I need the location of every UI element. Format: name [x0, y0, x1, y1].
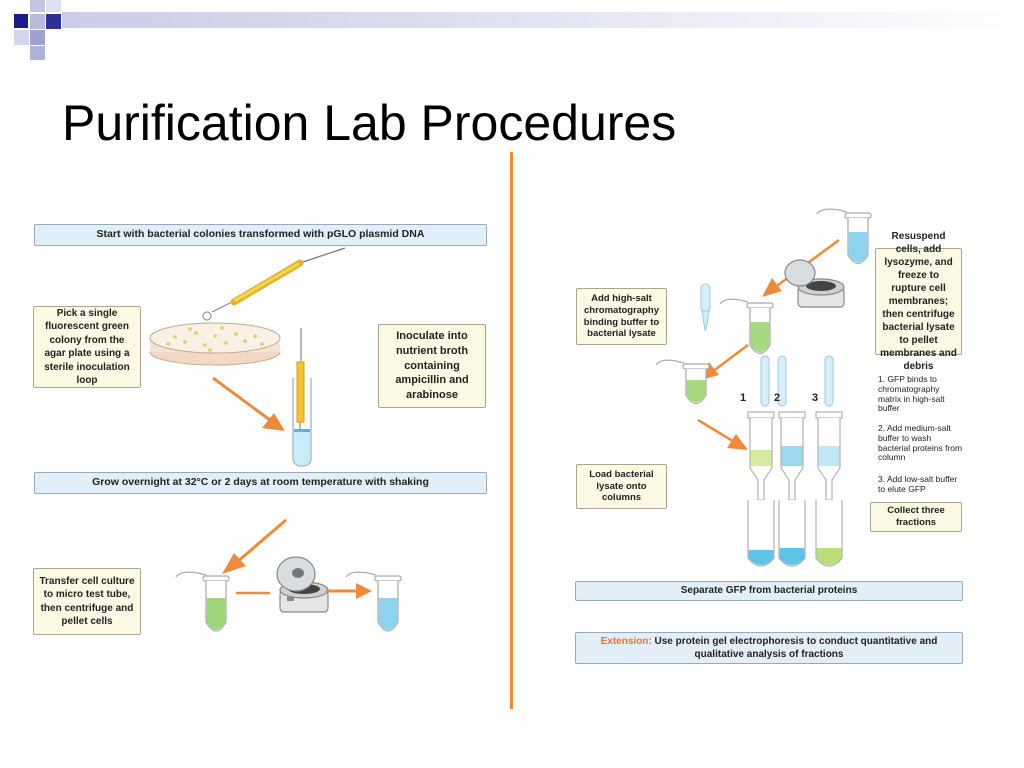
step-bind-text: 1. GFP binds to chromatography matrix in…	[878, 374, 945, 414]
left-illustration	[149, 247, 402, 632]
header-decoration	[14, 0, 1024, 60]
note-resuspend: Resuspend cells, add lysozyme, and freez…	[875, 231, 962, 372]
right-illustration	[655, 208, 872, 567]
note-inoculate: Inoculate into nutrient broth containing…	[378, 324, 486, 408]
note-pick-colony: Pick a single fluorescent green colony f…	[33, 306, 141, 388]
step-start-bar: Start with bacterial colonies transforme…	[34, 224, 487, 246]
note-transfer: Transfer cell culture to micro test tube…	[33, 568, 141, 635]
step-elute-text: 3. Add low-salt buffer to elute GFP	[878, 474, 958, 494]
micro-tube-icon	[816, 208, 872, 265]
micro-tube-icon	[655, 359, 710, 405]
arrow-icon	[212, 376, 285, 431]
chromatography-column-icon	[815, 355, 843, 567]
header-square	[30, 0, 45, 12]
step-separate-bar: Separate GFP from bacterial proteins	[575, 581, 963, 601]
extension-text: Use protein gel electrophoresis to condu…	[651, 636, 938, 660]
note-add-salt: Add high-salt chromatography binding buf…	[576, 288, 667, 345]
centrifuge-icon	[276, 556, 329, 613]
chromatography-column-icon	[777, 355, 806, 567]
header-square	[30, 30, 45, 45]
header-square	[46, 14, 61, 29]
micro-tube-icon	[719, 298, 774, 355]
column-number: 3	[812, 392, 819, 404]
step-wash-text: 2. Add medium-salt buffer to wash bacter…	[878, 423, 963, 463]
header-square	[30, 14, 45, 29]
note-load-lysate: Load bacterial lysate onto columns	[576, 464, 667, 509]
note-collect-fractions: Collect three fractions	[870, 502, 962, 532]
chromatography-column-icon	[747, 355, 775, 567]
culture-tube-icon	[292, 328, 312, 467]
header-square	[46, 0, 61, 12]
arrow-icon	[700, 344, 749, 380]
slide-title: Purification Lab Procedures	[62, 95, 677, 151]
centrifuge-icon	[784, 259, 845, 308]
header-square	[14, 14, 28, 28]
header-square	[14, 30, 29, 45]
column-number: 1	[740, 392, 747, 404]
pipette-icon	[700, 283, 711, 331]
column-number: 2	[774, 392, 781, 404]
extension-box: Extension: Use protein gel electrophores…	[575, 632, 963, 664]
arrow-icon	[697, 418, 748, 450]
micro-tube-icon	[345, 571, 402, 632]
arrow-icon	[326, 583, 372, 599]
petri-dish-icon	[149, 322, 281, 366]
inoculation-loop-icon	[202, 247, 346, 321]
step-grow-bar: Grow overnight at 32°C or 2 days at room…	[34, 472, 487, 494]
vertical-divider	[510, 152, 513, 709]
header-stripe	[62, 12, 1024, 28]
header-square	[30, 46, 45, 60]
micro-tube-icon	[175, 571, 230, 632]
extension-label: Extension:	[600, 636, 652, 647]
arrow-icon	[222, 518, 287, 574]
